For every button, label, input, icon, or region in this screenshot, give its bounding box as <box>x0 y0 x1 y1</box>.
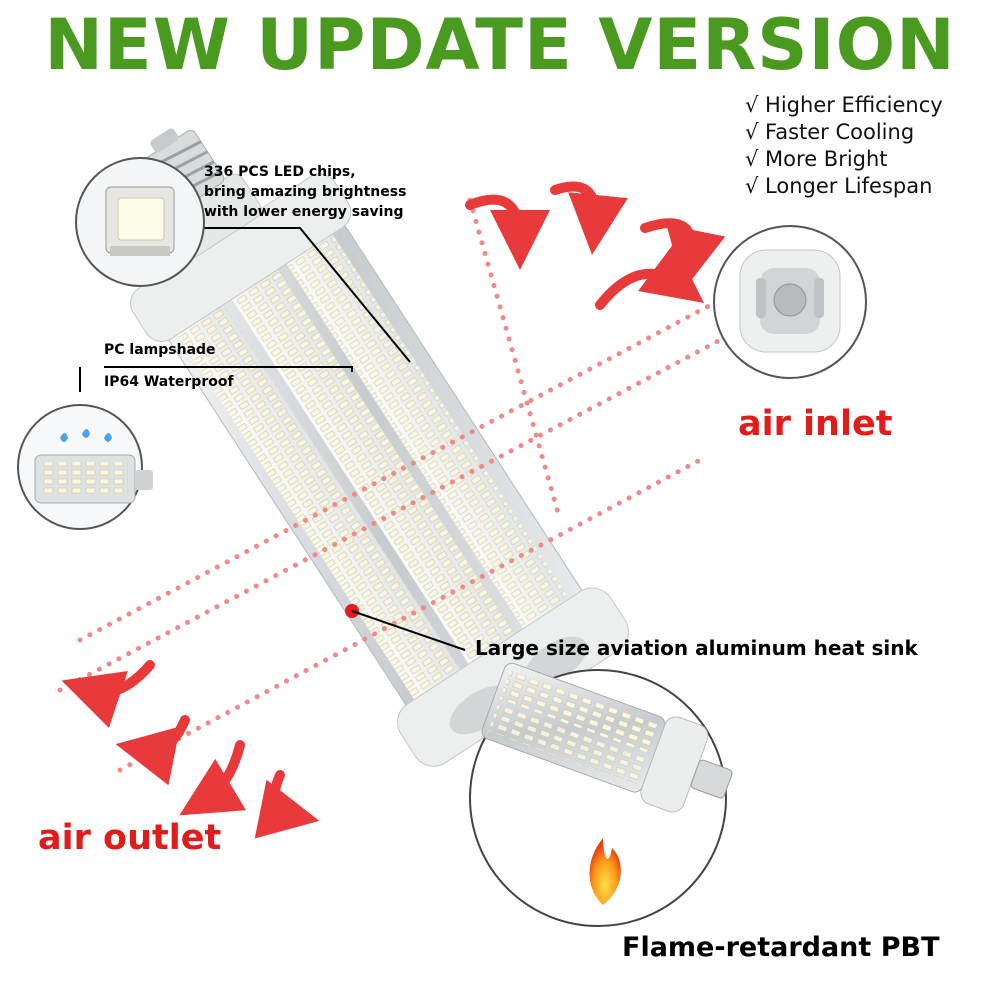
feature-item: √ More Bright <box>745 147 888 171</box>
air-outlet-label: air outlet <box>38 818 222 858</box>
flame-retardant-callout: Flame-retardant PBT <box>622 932 940 963</box>
air-inlet-label: air inlet <box>738 404 893 444</box>
feature-list: √ Higher Efficiency √ Faster Cooling √ M… <box>745 92 943 200</box>
callout-line: 336 PCS LED chips, <box>204 164 356 180</box>
flame-retardant-inset <box>469 662 733 927</box>
bulb-body <box>130 128 629 767</box>
feature-item: √ Longer Lifespan <box>745 174 933 198</box>
flame-icon <box>589 838 621 905</box>
waterproof-callout: IP64 Waterproof <box>104 374 234 390</box>
inlet-arrows <box>465 181 726 310</box>
led-chip-inset <box>75 157 205 287</box>
heat-sink-callout: Large size aviation aluminum heat sink <box>475 636 918 660</box>
callout-line: with lower energy saving <box>204 204 404 220</box>
airflow-dotted-lines <box>57 197 723 773</box>
lampshade-callout: PC lampshade <box>104 342 216 358</box>
outlet-arrows <box>61 660 320 839</box>
page-title: NEW UPDATE VERSION <box>44 4 956 86</box>
callout-line: bring amazing brightness <box>204 184 407 200</box>
feature-item: √ Faster Cooling <box>745 120 915 144</box>
waterproof-inset <box>17 404 153 530</box>
air-inlet-inset <box>713 225 867 379</box>
led-chips-callout: 336 PCS LED chips, bring amazing brightn… <box>204 162 406 222</box>
feature-item: √ Higher Efficiency <box>745 93 943 117</box>
